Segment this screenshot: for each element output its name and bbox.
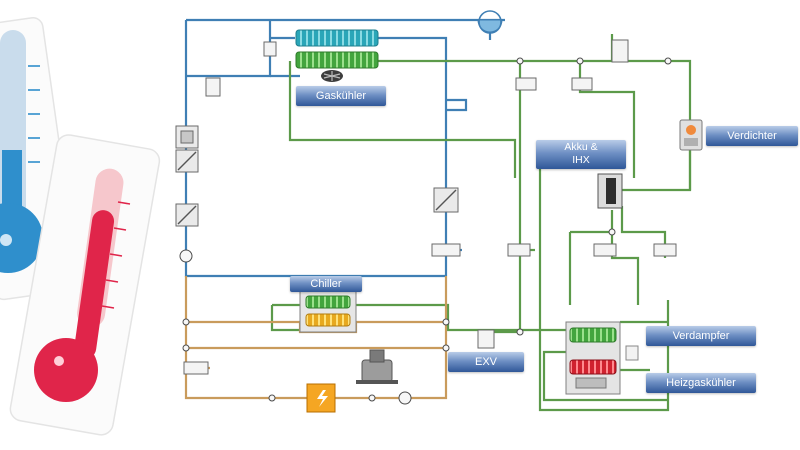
label-verdampfer: Verdampfer — [646, 326, 756, 346]
fan-icon — [321, 70, 343, 82]
sensor-icons — [179, 57, 672, 405]
reservoir-icon — [477, 10, 503, 34]
gaskuehler-unit — [295, 29, 379, 82]
label-verdichter: Verdichter — [706, 126, 798, 146]
heater-icon — [306, 383, 336, 413]
akku-ihx-unit — [597, 173, 623, 209]
label-chiller: Chiller — [290, 276, 362, 292]
label-gaskuehler: Gaskühler — [296, 86, 386, 106]
label-exv: EXV — [448, 352, 524, 372]
pump-icon — [356, 349, 398, 384]
compressor-icon — [679, 119, 703, 151]
heat-exchanger-stack — [175, 125, 459, 227]
chiller-unit — [299, 289, 357, 333]
green-circuit — [270, 34, 692, 412]
thermometer-hot-icon — [9, 134, 161, 436]
label-akku-ihx: Akku & IHX — [536, 140, 626, 169]
verdampfer-heizgaskuehler-unit — [565, 321, 639, 395]
label-heizgaskuehler: Heizgaskühler — [646, 373, 756, 393]
valve-icon — [183, 39, 677, 375]
